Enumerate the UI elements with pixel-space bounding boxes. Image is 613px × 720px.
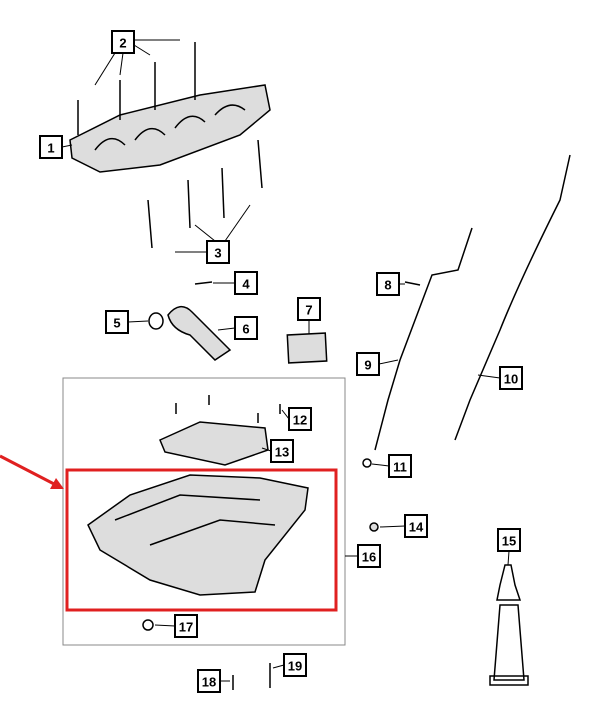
drain-plug-part [142,619,154,631]
callout-3: 3 [206,240,230,264]
callout-number: 16 [362,550,376,565]
callout-12: 12 [288,407,312,431]
callout-19: 19 [283,653,307,677]
callout-number: 12 [293,413,307,428]
callout-number: 15 [502,534,516,549]
nut-part [369,522,379,532]
callout-14: 14 [404,514,428,538]
cover-plate-part [286,332,328,364]
callout-11: 11 [388,454,412,478]
callout-number: 17 [179,620,193,635]
bolt-part [194,281,213,285]
callout-7: 7 [297,297,321,321]
callout-9: 9 [356,352,380,376]
callout-number: 18 [202,675,216,690]
callout-6: 6 [234,316,258,340]
seal-part [362,458,372,468]
callout-number: 8 [384,278,391,293]
oil-pan-part [87,474,309,596]
callout-4: 4 [234,271,258,295]
callout-5: 5 [105,310,129,334]
assembly-group-box [62,377,346,646]
callout-2: 2 [111,30,135,54]
callout-18: 18 [197,669,221,693]
callout-number: 14 [409,520,424,535]
callout-number: 6 [242,322,249,337]
callout-number: 3 [214,246,221,261]
callout-10: 10 [499,366,523,390]
dipstick-part [454,154,571,441]
studs-part [175,395,281,423]
callout-number: 19 [288,659,302,674]
dipstick-tube-part [374,227,473,451]
highlight-box [65,468,338,612]
callout-8: 8 [376,272,400,296]
o-ring-part [148,312,164,330]
callout-number: 10 [504,372,518,387]
callout-number: 1 [47,141,54,156]
callout-number: 7 [305,303,312,318]
windage-tray-part [159,421,269,466]
callout-number: 13 [275,445,289,460]
bolt-part [404,281,421,286]
oil-pickup-part [167,306,232,361]
bedplate-part [69,42,271,173]
callout-15: 15 [497,528,521,552]
callout-number: 4 [242,277,250,292]
callout-number: 2 [119,36,126,51]
callout-number: 11 [393,460,407,475]
callout-1: 1 [39,135,63,159]
callout-17: 17 [174,614,198,638]
leader-lines [61,39,510,682]
callout-number: 9 [364,358,371,373]
callout-13: 13 [270,439,294,463]
sealant-tube-part [489,564,529,686]
callout-16: 16 [357,544,381,568]
callout-number: 5 [113,316,120,331]
bolts-part [147,139,263,249]
highlight-arrow [0,454,64,489]
